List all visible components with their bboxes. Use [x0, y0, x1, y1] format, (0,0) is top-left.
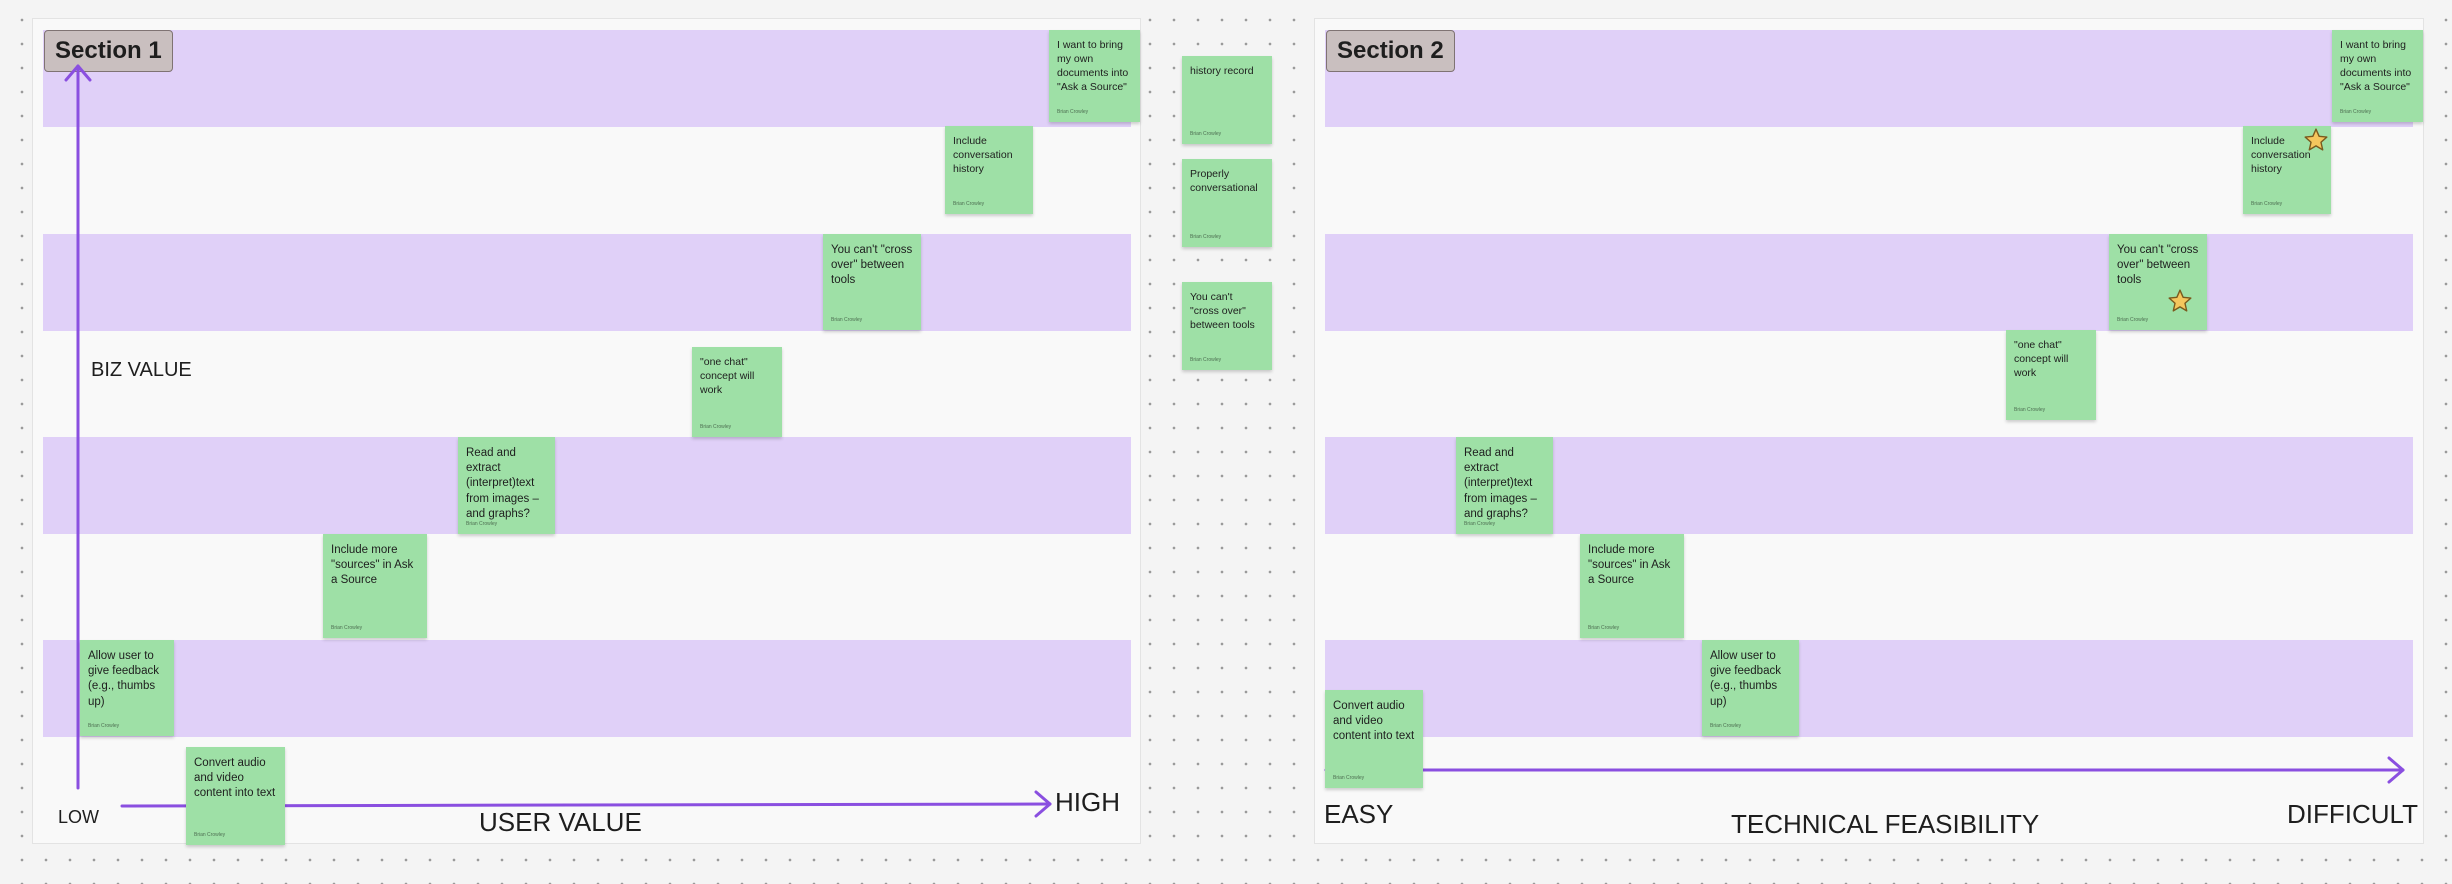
priority-band [43, 640, 1131, 737]
sticky-note-author: Brian Crowley [1190, 131, 1222, 138]
sticky-note[interactable]: Convert audio and video content into tex… [1325, 690, 1423, 788]
sticky-note[interactable]: Read and extract (interpret)text from im… [1456, 437, 1553, 534]
x-axis-high-label: DIFFICULT [2287, 799, 2418, 829]
sticky-note[interactable]: Read and extract (interpret)text from im… [458, 437, 555, 534]
sticky-note-text: You can't "cross over" between tools [2117, 244, 2199, 287]
sticky-note-author: Brian Crowley [700, 424, 732, 431]
sticky-note-author: Brian Crowley [1464, 521, 1496, 528]
sticky-note-text: "one chat" concept will work [700, 356, 755, 396]
sticky-note-author: Brian Crowley [2251, 201, 2283, 208]
y-axis-label: BIZ VALUE [91, 359, 192, 381]
x-axis-low-label: LOW [58, 807, 100, 827]
section-title[interactable]: Section 2 [1326, 30, 1455, 72]
star-icon[interactable] [2303, 127, 2329, 153]
sticky-note-author: Brian Crowley [2014, 407, 2046, 414]
sticky-note-text: Properly conversational [1190, 168, 1258, 194]
sticky-note-author: Brian Crowley [466, 521, 498, 528]
x-axis-label: USER VALUE [479, 807, 642, 837]
sticky-note-text: Allow user to give feedback (e.g., thumb… [88, 650, 159, 708]
sticky-note[interactable]: Allow user to give feedback (e.g., thumb… [80, 640, 174, 736]
sticky-note[interactable]: "one chat" concept will work Brian Crowl… [2006, 330, 2096, 420]
sticky-note-text: "one chat" concept will work [2014, 339, 2069, 379]
sticky-note-text: You can't "cross over" between tools [831, 244, 913, 287]
sticky-note-text: Convert audio and video content into tex… [1333, 700, 1415, 743]
sticky-note-text: I want to bring my own documents into "A… [2340, 39, 2412, 93]
priority-band [43, 234, 1131, 331]
sticky-note[interactable]: history record Brian Crowley [1182, 56, 1272, 144]
sticky-note-author: Brian Crowley [1190, 234, 1222, 241]
sticky-note-text: Include more "sources" in Ask a Source [331, 544, 414, 587]
sticky-note-text: Read and extract (interpret)text from im… [466, 447, 539, 520]
sticky-note-text: Include more "sources" in Ask a Source [1588, 544, 1671, 587]
sticky-note[interactable]: You can't "cross over" between tools Bri… [823, 234, 921, 330]
sticky-note[interactable]: I want to bring my own documents into "A… [1049, 30, 1140, 122]
sticky-note-author: Brian Crowley [1057, 109, 1089, 116]
sticky-note-text: Include conversation history [2251, 135, 2311, 175]
sticky-note-author: Brian Crowley [1710, 723, 1742, 730]
sticky-note-author: Brian Crowley [2117, 317, 2149, 324]
sticky-note-author: Brian Crowley [1190, 357, 1222, 364]
sticky-note-text: I want to bring my own documents into "A… [1057, 39, 1129, 93]
sticky-note-author: Brian Crowley [2340, 109, 2372, 116]
sticky-note[interactable]: Convert audio and video content into tex… [186, 747, 285, 845]
priority-band [1325, 640, 2413, 737]
sticky-note-text: Convert audio and video content into tex… [194, 757, 276, 800]
priority-band [1325, 30, 2413, 127]
x-axis-low-label: EASY [1324, 799, 1394, 829]
sticky-note-text: You can't "cross over" between tools [1190, 291, 1255, 331]
x-axis-label: TECHNICAL FEASIBILITY [1731, 809, 2040, 839]
sticky-note-author: Brian Crowley [953, 201, 985, 208]
sticky-note[interactable]: Properly conversational Brian Crowley [1182, 159, 1272, 247]
section-2-frame[interactable]: Section 2 [1314, 18, 2424, 844]
priority-band [1325, 234, 2413, 331]
sticky-note-author: Brian Crowley [331, 625, 363, 632]
sticky-note-author: Brian Crowley [1333, 775, 1365, 782]
sticky-note[interactable]: You can't "cross over" between tools Bri… [2109, 234, 2207, 330]
sticky-note-text: Allow user to give feedback (e.g., thumb… [1710, 650, 1781, 708]
sticky-note-author: Brian Crowley [194, 832, 226, 839]
star-icon[interactable] [2167, 288, 2193, 314]
section-title[interactable]: Section 1 [44, 30, 173, 72]
priority-band [43, 437, 1131, 534]
sticky-note[interactable]: Include conversation history Brian Crowl… [945, 126, 1033, 214]
sticky-note[interactable]: You can't "cross over" between tools Bri… [1182, 282, 1272, 370]
sticky-note[interactable]: "one chat" concept will work Brian Crowl… [692, 347, 782, 437]
sticky-note[interactable]: Include more "sources" in Ask a Source B… [323, 534, 427, 638]
sticky-note[interactable]: Include more "sources" in Ask a Source B… [1580, 534, 1684, 638]
x-axis-high-label: HIGH [1055, 787, 1120, 817]
sticky-note-author: Brian Crowley [88, 723, 120, 730]
sticky-note-author: Brian Crowley [1588, 625, 1620, 632]
sticky-note[interactable]: Allow user to give feedback (e.g., thumb… [1702, 640, 1799, 736]
sticky-note-text: Read and extract (interpret)text from im… [1464, 447, 1537, 520]
sticky-note-text: history record [1190, 65, 1254, 77]
priority-band [43, 30, 1131, 127]
sticky-note-author: Brian Crowley [831, 317, 863, 324]
sticky-note[interactable]: I want to bring my own documents into "A… [2332, 30, 2423, 122]
sticky-note-text: Include conversation history [953, 135, 1013, 175]
